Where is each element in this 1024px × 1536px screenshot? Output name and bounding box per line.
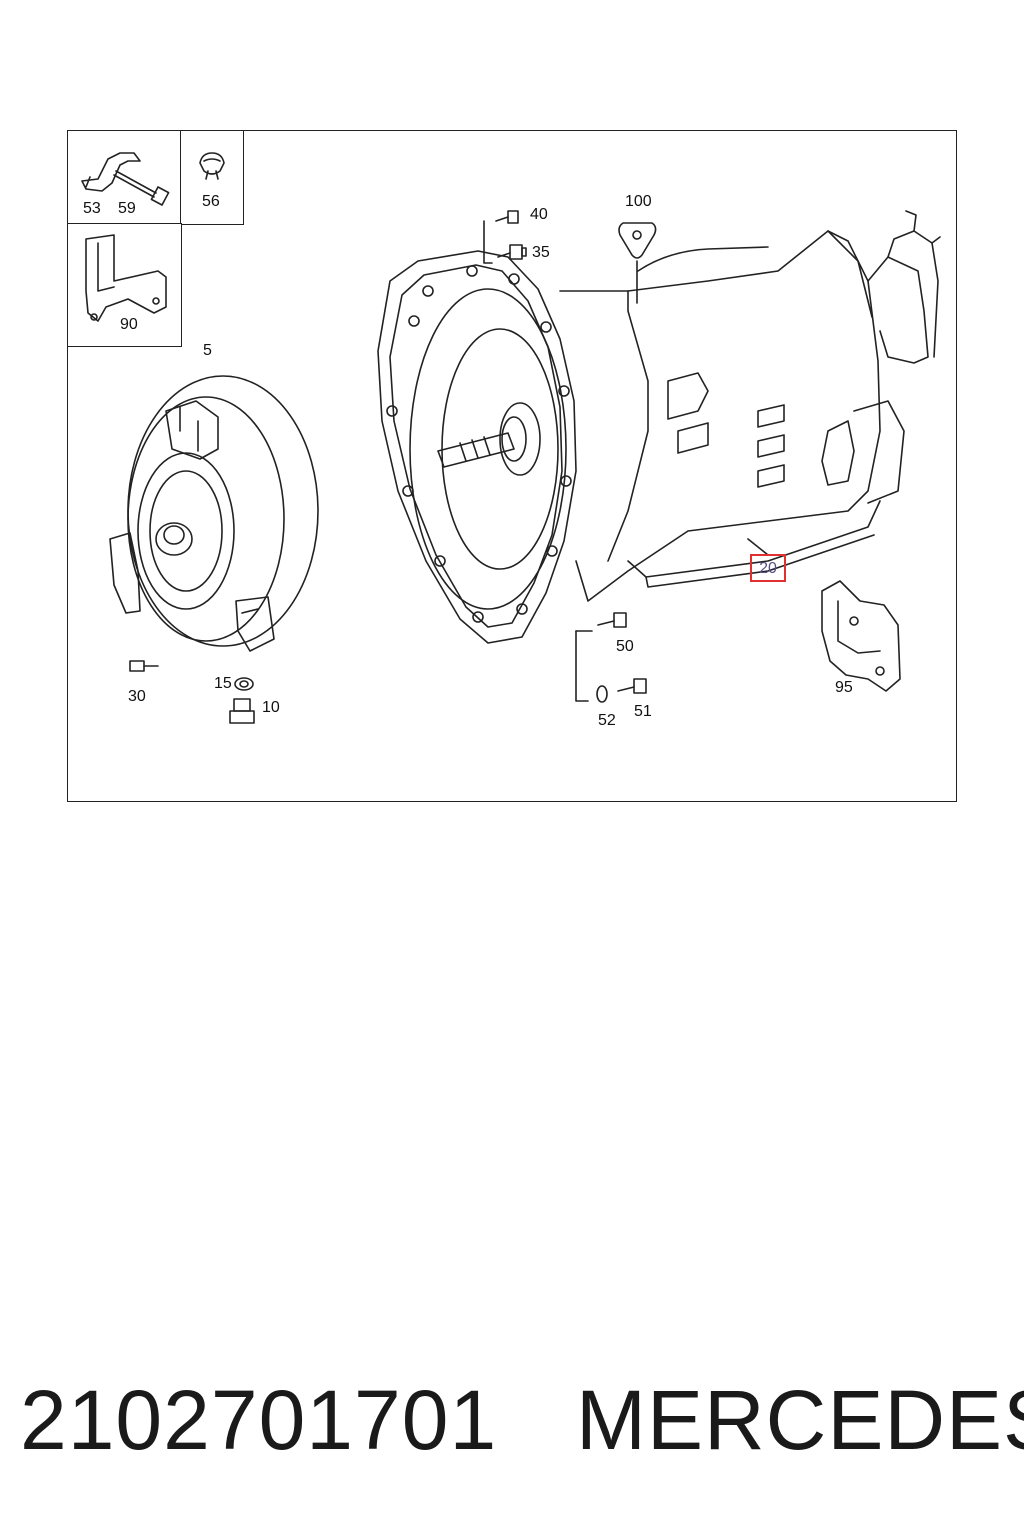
plate-90-icon bbox=[85, 234, 167, 322]
label-35: 35 bbox=[532, 244, 550, 261]
bolt-59-icon bbox=[113, 170, 170, 206]
bolt-50-icon bbox=[597, 612, 627, 628]
label-56: 56 bbox=[202, 193, 220, 210]
inset-56 bbox=[180, 130, 244, 225]
brand-name: MERCEDES bbox=[576, 1373, 1024, 1467]
part-100-icon bbox=[618, 222, 657, 304]
caption: 2102701701 MERCEDES bbox=[0, 1370, 1024, 1480]
part-number: 2102701701 bbox=[20, 1373, 498, 1467]
seal-15-icon bbox=[234, 677, 254, 691]
label-50: 50 bbox=[616, 638, 634, 655]
label-52: 52 bbox=[598, 712, 616, 729]
label-95: 95 bbox=[835, 679, 853, 696]
label-90: 90 bbox=[120, 316, 138, 333]
label-59: 59 bbox=[118, 200, 136, 217]
label-10: 10 bbox=[262, 699, 280, 716]
washer-52-icon bbox=[596, 685, 608, 703]
highlighted-part-20[interactable]: 20 bbox=[750, 554, 786, 582]
bolt-40-icon bbox=[495, 210, 519, 224]
parts-diagram-frame: 53 59 56 90 5 40 35 100 50 95 30 15 10 5… bbox=[67, 130, 957, 802]
label-40: 40 bbox=[530, 206, 548, 223]
label-53: 53 bbox=[83, 200, 101, 217]
label-15: 15 bbox=[214, 675, 232, 692]
label-5: 5 bbox=[203, 342, 212, 359]
label-30: 30 bbox=[128, 688, 146, 705]
label-100: 100 bbox=[625, 193, 652, 210]
transmission-housing-icon bbox=[377, 210, 941, 644]
bolt-35-icon bbox=[497, 244, 527, 260]
plug-10-icon bbox=[229, 698, 255, 724]
bracket-53-icon bbox=[81, 152, 141, 192]
bolt-51-icon bbox=[617, 678, 647, 694]
clip-56-icon bbox=[199, 152, 225, 180]
label-51: 51 bbox=[634, 703, 652, 720]
torque-converter-icon bbox=[109, 375, 319, 652]
bolt-30-icon bbox=[129, 660, 159, 672]
transmission-drawing bbox=[81, 152, 941, 724]
inset-53-59 bbox=[67, 130, 182, 225]
bracket-95-icon bbox=[821, 580, 901, 692]
